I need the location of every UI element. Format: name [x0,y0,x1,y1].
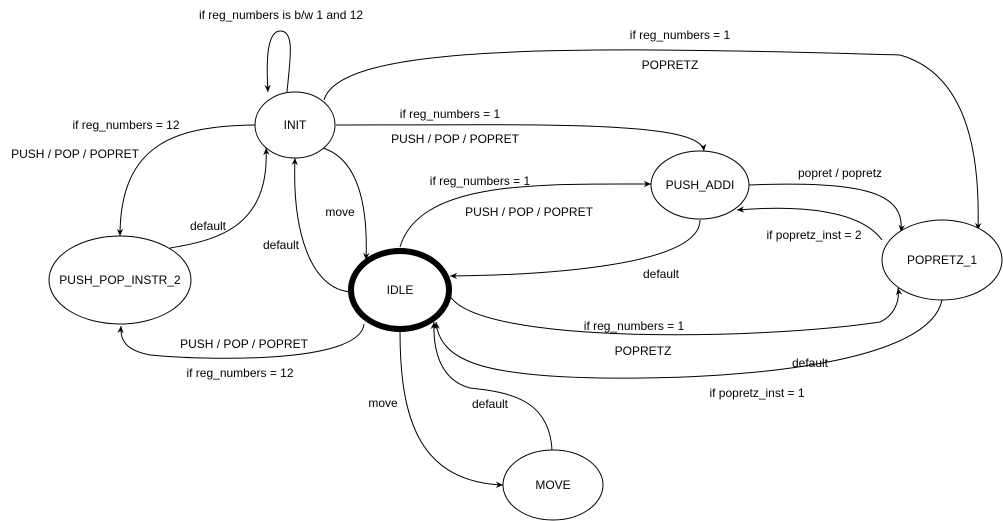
edge-idle-to-move [399,331,504,488]
edge-idle-to-init [291,157,353,293]
edge-idle-to-ppi2 [117,323,365,359]
label-push-addi-to-idle: default [643,267,680,281]
label-init-to-popretz-action: POPRETZ [642,58,699,72]
edge-push-addi-to-popretz [748,183,905,233]
state-push-pop-instr-2[interactable]: PUSH_POP_INSTR_2 [48,235,192,325]
state-popretz-1-label: POPRETZ_1 [907,253,977,267]
label-init-self-loop: if reg_numbers is b/w 1 and 12 [199,8,363,22]
label-init-to-push-addi-action: PUSH / POP / POPRET [391,132,519,146]
label-idle-to-popretz-action: POPRETZ [615,344,672,358]
state-push-addi[interactable]: PUSH_ADDI [650,150,750,220]
state-move-label: MOVE [535,478,570,492]
edge-move-to-idle [430,321,553,452]
state-push-addi-label: PUSH_ADDI [666,178,735,192]
label-init-to-idle: move [325,205,355,219]
edge-init-to-popretz [323,49,982,231]
label-popretz-to-idle-cond: if popretz_inst = 1 [709,386,804,400]
label-move-to-idle: default [472,397,509,411]
edge-init-self-loop [264,30,291,93]
label-idle-to-move: move [368,396,398,410]
state-popretz-1[interactable]: POPRETZ_1 [881,219,1003,301]
label-init-to-ppi2-cond: if reg_numbers = 12 [72,118,179,132]
edge-idle-to-push-addi [399,180,652,248]
label-idle-to-popretz-cond: if reg_numbers = 1 [584,319,685,333]
edge-init-to-idle [322,147,370,261]
label-popretz-to-idle-default: default [792,356,829,370]
state-idle-label: IDLE [387,283,414,297]
edge-idle-to-popretz [449,287,903,336]
label-ppi2-to-init: default [190,219,227,233]
state-idle[interactable]: IDLE [348,248,452,332]
edge-init-to-ppi2 [116,124,257,237]
label-idle-to-ppi2-cond: if reg_numbers = 12 [186,366,293,380]
label-push-addi-to-popretz: popret / popretz [798,166,882,180]
label-popretz-to-push-addi: if popretz_inst = 2 [766,228,861,242]
state-init-label: INIT [284,118,307,132]
label-idle-to-push-addi-cond: if reg_numbers = 1 [430,174,531,188]
label-idle-to-push-addi-action: PUSH / POP / POPRET [465,205,593,219]
edge-push-addi-to-idle [449,219,701,280]
state-init[interactable]: INIT [254,91,336,159]
edge-popretz-to-push-addi [736,206,883,241]
edge-popretz-to-idle [433,299,943,379]
label-init-to-push-addi-cond: if reg_numbers = 1 [400,107,501,121]
label-idle-to-ppi2-action: PUSH / POP / POPRET [180,337,308,351]
label-init-to-popretz-cond: if reg_numbers = 1 [630,28,731,42]
state-push-pop-instr-2-label: PUSH_POP_INSTR_2 [59,273,181,287]
label-init-to-ppi2-action: PUSH / POP / POPRET [11,147,139,161]
state-move[interactable]: MOVE [502,449,604,521]
label-idle-to-init: default [263,238,300,252]
edge-init-to-push-addi [335,124,707,152]
edge-ppi2-to-init [169,147,270,249]
